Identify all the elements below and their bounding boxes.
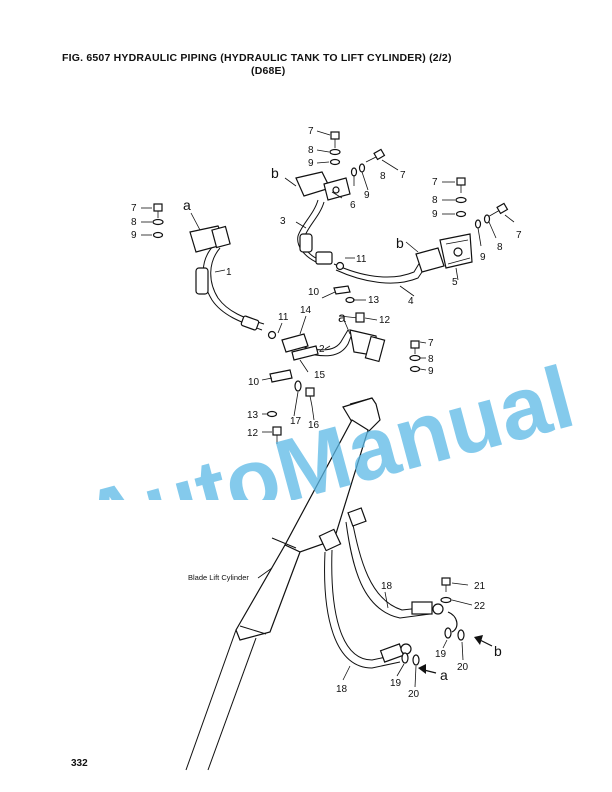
callout-14: 14 xyxy=(300,305,312,316)
callout-22: 22 xyxy=(474,601,486,612)
reference-arrows xyxy=(418,635,493,674)
callout-8: 8 xyxy=(432,195,438,206)
callout-19: 19 xyxy=(435,649,447,660)
callout-21: 21 xyxy=(474,581,486,592)
ref-a: a xyxy=(183,197,191,213)
callout-2: 2 xyxy=(319,344,325,355)
callout-10: 10 xyxy=(248,377,260,388)
callout-7: 7 xyxy=(308,126,314,137)
callout-6: 6 xyxy=(350,200,356,211)
callout-3: 3 xyxy=(280,216,286,227)
callout-11: 11 xyxy=(278,312,289,323)
blade-lift-cylinder xyxy=(185,397,381,771)
callout-9: 9 xyxy=(131,230,137,241)
callout-13: 13 xyxy=(247,410,259,421)
callout-11: 11 xyxy=(356,254,367,265)
callout-7: 7 xyxy=(516,230,522,241)
callout-8: 8 xyxy=(428,354,434,365)
callout-7: 7 xyxy=(428,338,434,349)
callout-5: 5 xyxy=(452,277,458,288)
hose-18-upper xyxy=(345,507,444,619)
callout-9: 9 xyxy=(432,209,438,220)
callout-17: 17 xyxy=(290,416,302,427)
callout-8: 8 xyxy=(308,145,314,156)
hose-18-lower xyxy=(318,528,412,669)
callout-8: 8 xyxy=(497,242,503,253)
callout-13: 13 xyxy=(368,295,380,306)
callout-1: 1 xyxy=(226,267,232,278)
callout-10: 10 xyxy=(308,287,320,298)
callout-20: 20 xyxy=(457,662,469,673)
figure-title: FIG. 6507 HYDRAULIC PIPING (HYDRAULIC TA… xyxy=(62,52,452,78)
callout-18: 18 xyxy=(336,684,348,695)
figure-title-line2: (D68E) xyxy=(251,65,286,77)
ref-a: a xyxy=(440,667,448,683)
callout-15: 15 xyxy=(314,370,326,381)
callout-9: 9 xyxy=(480,252,486,263)
callout-18: 18 xyxy=(381,581,393,592)
callout-7: 7 xyxy=(400,170,406,181)
callout-9: 9 xyxy=(308,158,314,169)
callout-8: 8 xyxy=(131,217,137,228)
pipe-2 xyxy=(299,329,386,363)
callout-19: 19 xyxy=(390,678,402,689)
callout-20: 20 xyxy=(408,689,420,700)
figure-title-line1: FIG. 6507 HYDRAULIC PIPING (HYDRAULIC TA… xyxy=(62,52,452,64)
ref-b: b xyxy=(396,235,404,251)
pipe-3 xyxy=(295,171,333,265)
callout-9: 9 xyxy=(364,190,370,201)
leader-lines xyxy=(141,130,515,688)
callout-4: 4 xyxy=(408,296,414,307)
clamp-6 xyxy=(323,177,351,201)
callout-7: 7 xyxy=(131,203,137,214)
page-number: 332 xyxy=(71,758,88,769)
ref-b: b xyxy=(271,165,279,181)
pipe-4 xyxy=(333,247,445,284)
pipe-1 xyxy=(189,225,265,331)
ref-b: b xyxy=(494,643,502,659)
blade-lift-cylinder-caption: Blade Lift Cylinder xyxy=(188,573,249,582)
callout-labels: 7 8 9 7 8 9 7 8 9 7 8 9 7 8 9 6 3 1 11 5… xyxy=(131,126,522,700)
callout-12: 12 xyxy=(247,428,259,439)
callout-16: 16 xyxy=(308,420,320,431)
ref-a: a xyxy=(338,309,346,325)
bracket-5 xyxy=(439,233,473,269)
bolts-and-washers xyxy=(152,131,509,666)
callout-12: 12 xyxy=(379,315,391,326)
callout-7: 7 xyxy=(432,177,438,188)
callout-8: 8 xyxy=(380,171,386,182)
callout-9: 9 xyxy=(428,366,434,377)
